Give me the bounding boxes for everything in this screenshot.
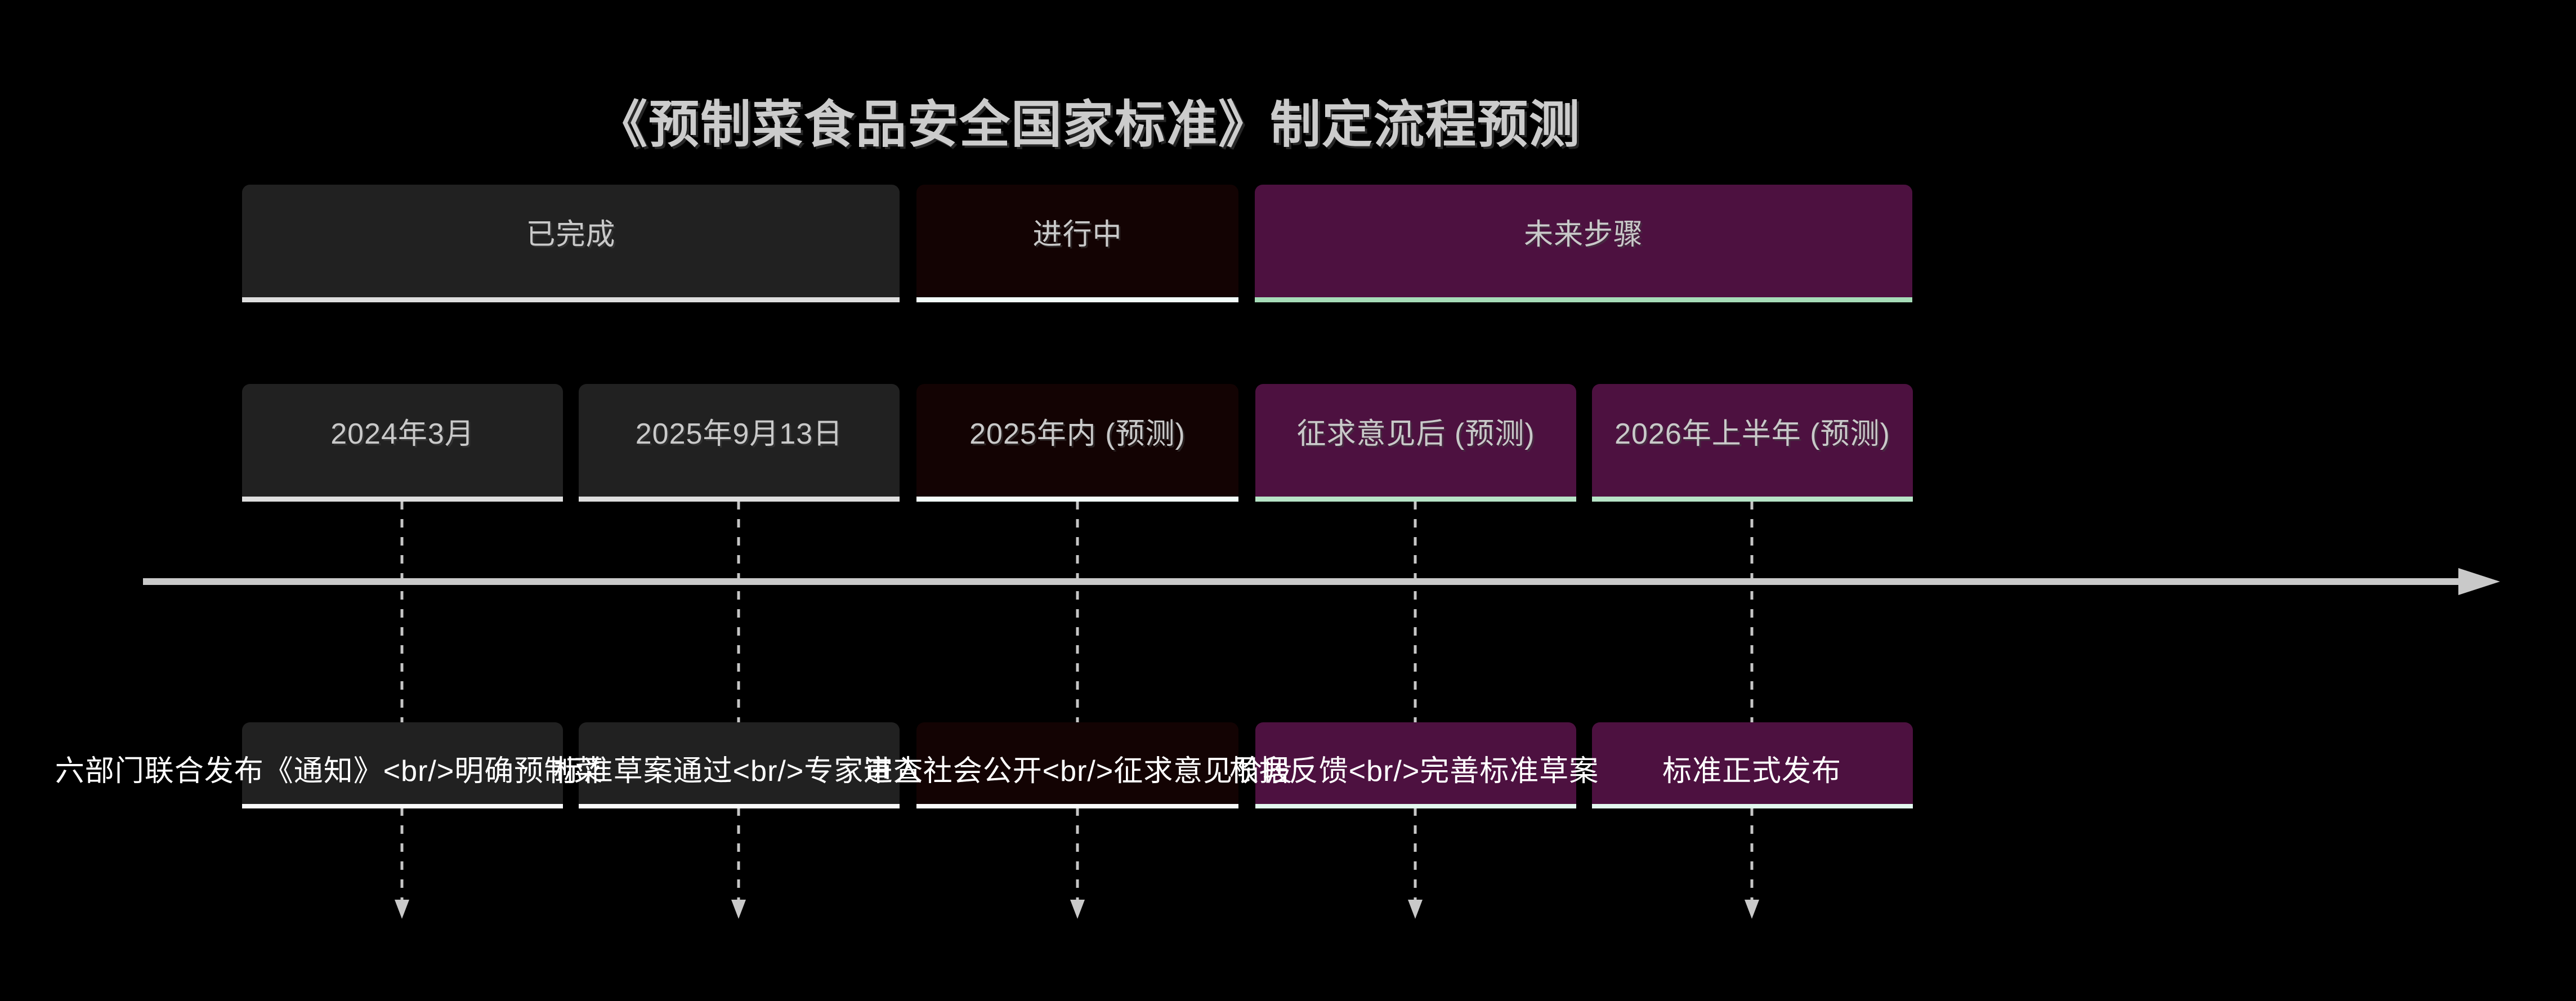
event-box-official-release (1592, 722, 1913, 808)
down-arrowhead-icon (1408, 900, 1423, 919)
section-underline-future (1255, 297, 1912, 302)
period-label: 2025年内 (预测) (969, 418, 1186, 450)
event-label-draft-review: 标准草案通过<br/>专家审查 (553, 755, 924, 788)
period-box-2026-h1: 2026年上半年 (预测) (1592, 384, 1913, 502)
period-underline (1255, 497, 1576, 502)
event-label-official-release: 标准正式发布 (1662, 755, 1842, 788)
event-box-draft-review (579, 722, 900, 808)
down-arrowhead-icon (395, 900, 409, 919)
dashed-connector (1076, 501, 1079, 900)
section-underline-in-progress (916, 297, 1238, 302)
period-box-after-consultation: 征求意见后 (预测) (1255, 384, 1576, 502)
dashed-connector (1750, 501, 1754, 900)
period-label: 征求意见后 (预测) (1296, 418, 1535, 450)
period-box-2025-forecast: 2025年内 (预测) (916, 384, 1238, 502)
period-underline (916, 497, 1238, 502)
period-label: 2025年9月13日 (635, 418, 843, 450)
event-underline (242, 804, 563, 808)
diagram-title: 《预制菜食品安全国家标准》制定流程预测 (597, 97, 1581, 153)
dashed-connector (737, 501, 740, 900)
event-label-refine-draft: 根据反馈<br/>完善标准草案 (1229, 755, 1599, 788)
section-box-future: 未来步骤 (1255, 185, 1912, 302)
event-underline (579, 804, 900, 808)
down-arrowhead-icon (731, 900, 746, 919)
period-underline (579, 497, 900, 502)
down-arrowhead-icon (1745, 900, 1759, 919)
down-arrowhead-icon (1070, 900, 1085, 919)
event-box-public-consultation (916, 722, 1238, 808)
timeline-axis-line (143, 578, 2458, 585)
timeline-arrowhead-icon (2458, 568, 2500, 595)
event-underline (916, 804, 1238, 808)
event-label-notice-published: 六部门联合发布《通知》<br/>明确预制菜 (55, 755, 604, 788)
section-box-completed: 已完成 (242, 185, 900, 302)
period-label: 2026年上半年 (预测) (1615, 418, 1890, 450)
period-label: 2024年3月 (330, 418, 475, 450)
section-label-in-progress: 进行中 (1032, 218, 1122, 251)
event-underline (1592, 804, 1913, 808)
dashed-connector (400, 501, 404, 900)
period-underline (242, 497, 563, 502)
event-label-public-consultation: 进入社会公开<br/>征求意见阶段 (863, 755, 1293, 788)
period-box-2024-03: 2024年3月 (242, 384, 563, 502)
event-box-notice-published (242, 722, 563, 808)
dashed-connector (1414, 501, 1417, 900)
event-underline (1255, 804, 1576, 808)
period-underline (1592, 497, 1913, 502)
section-box-in-progress: 进行中 (916, 185, 1238, 302)
section-label-future: 未来步骤 (1523, 218, 1643, 251)
event-box-refine-draft (1255, 722, 1576, 808)
section-label-completed: 已完成 (526, 218, 616, 251)
period-box-2025-09-13: 2025年9月13日 (579, 384, 900, 502)
section-underline-completed (242, 297, 900, 302)
